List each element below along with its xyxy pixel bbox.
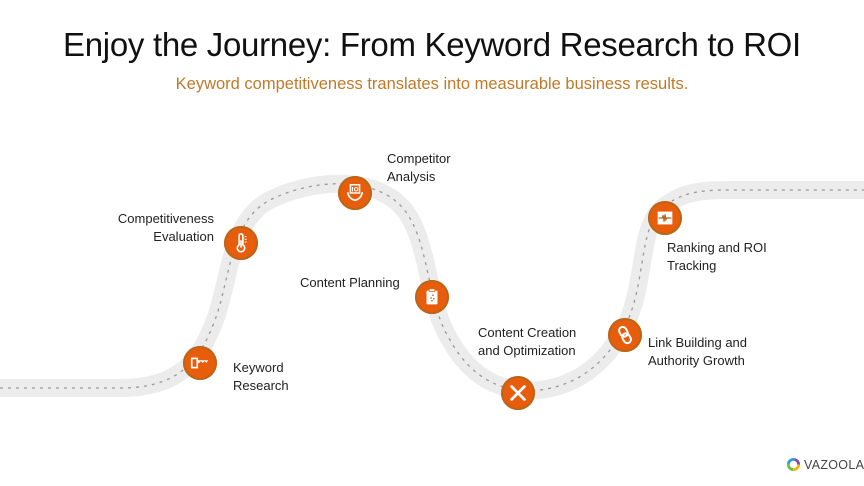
step-node-content-planning bbox=[415, 280, 449, 314]
step-label-line: Tracking bbox=[667, 258, 717, 273]
step-label-line: Research bbox=[233, 378, 289, 393]
step-label-line: Link Building and bbox=[648, 335, 748, 350]
step-node-content-creation bbox=[501, 376, 535, 410]
step-label-keyword-research: Keyword Research bbox=[233, 359, 289, 395]
step-node-link-building bbox=[608, 318, 642, 352]
page-title: Enjoy the Journey: From Keyword Research… bbox=[63, 26, 801, 63]
step-node-ranking-roi bbox=[648, 201, 682, 235]
link-icon bbox=[618, 325, 632, 345]
step-node-keyword-research bbox=[183, 346, 217, 380]
step-label-line: Evaluation bbox=[153, 229, 214, 244]
pencil-brush-icon bbox=[510, 385, 526, 401]
vazoola-logo: VAZOOLA bbox=[786, 457, 864, 472]
step-node-competitiveness-evaluation bbox=[224, 226, 258, 260]
key-icon bbox=[190, 357, 209, 369]
road-band bbox=[0, 174, 864, 400]
step-label-line: Authority Growth bbox=[648, 353, 745, 368]
pulse-chart-icon bbox=[657, 211, 673, 225]
thermometer-icon bbox=[236, 233, 247, 253]
page-subtitle: Keyword competitiveness translates into … bbox=[175, 75, 689, 93]
step-label-line: Content Creation bbox=[478, 325, 577, 340]
step-node-competitor-analysis: IO bbox=[338, 176, 372, 210]
step-label-competitor-analysis: Competitor Analysis bbox=[387, 150, 451, 186]
step-label-competitiveness-evaluation: Competitiveness Evaluation bbox=[96, 210, 214, 246]
step-label-line: Analysis bbox=[387, 169, 436, 184]
hands-io-icon: IO bbox=[346, 184, 364, 202]
logo-text: VAZOOLA bbox=[804, 457, 864, 472]
step-label-line: Content Planning bbox=[300, 275, 400, 290]
svg-text:IO: IO bbox=[351, 187, 358, 194]
step-label-line: and Optimization bbox=[478, 343, 576, 358]
step-label-ranking-roi: Ranking and ROI Tracking bbox=[667, 239, 767, 275]
step-label-link-building: Link Building and Authority Growth bbox=[648, 334, 747, 370]
step-label-content-planning: Content Planning bbox=[300, 274, 400, 292]
step-label-line: Keyword bbox=[233, 360, 284, 375]
step-label-line: Competitiveness bbox=[117, 211, 214, 226]
clipboard-icon bbox=[426, 288, 438, 305]
step-label-line: Ranking and ROI bbox=[667, 240, 767, 255]
step-label-content-creation: Content Creation and Optimization bbox=[478, 324, 576, 360]
vazoola-ring-icon bbox=[786, 457, 801, 472]
step-label-line: Competitor bbox=[387, 151, 451, 166]
